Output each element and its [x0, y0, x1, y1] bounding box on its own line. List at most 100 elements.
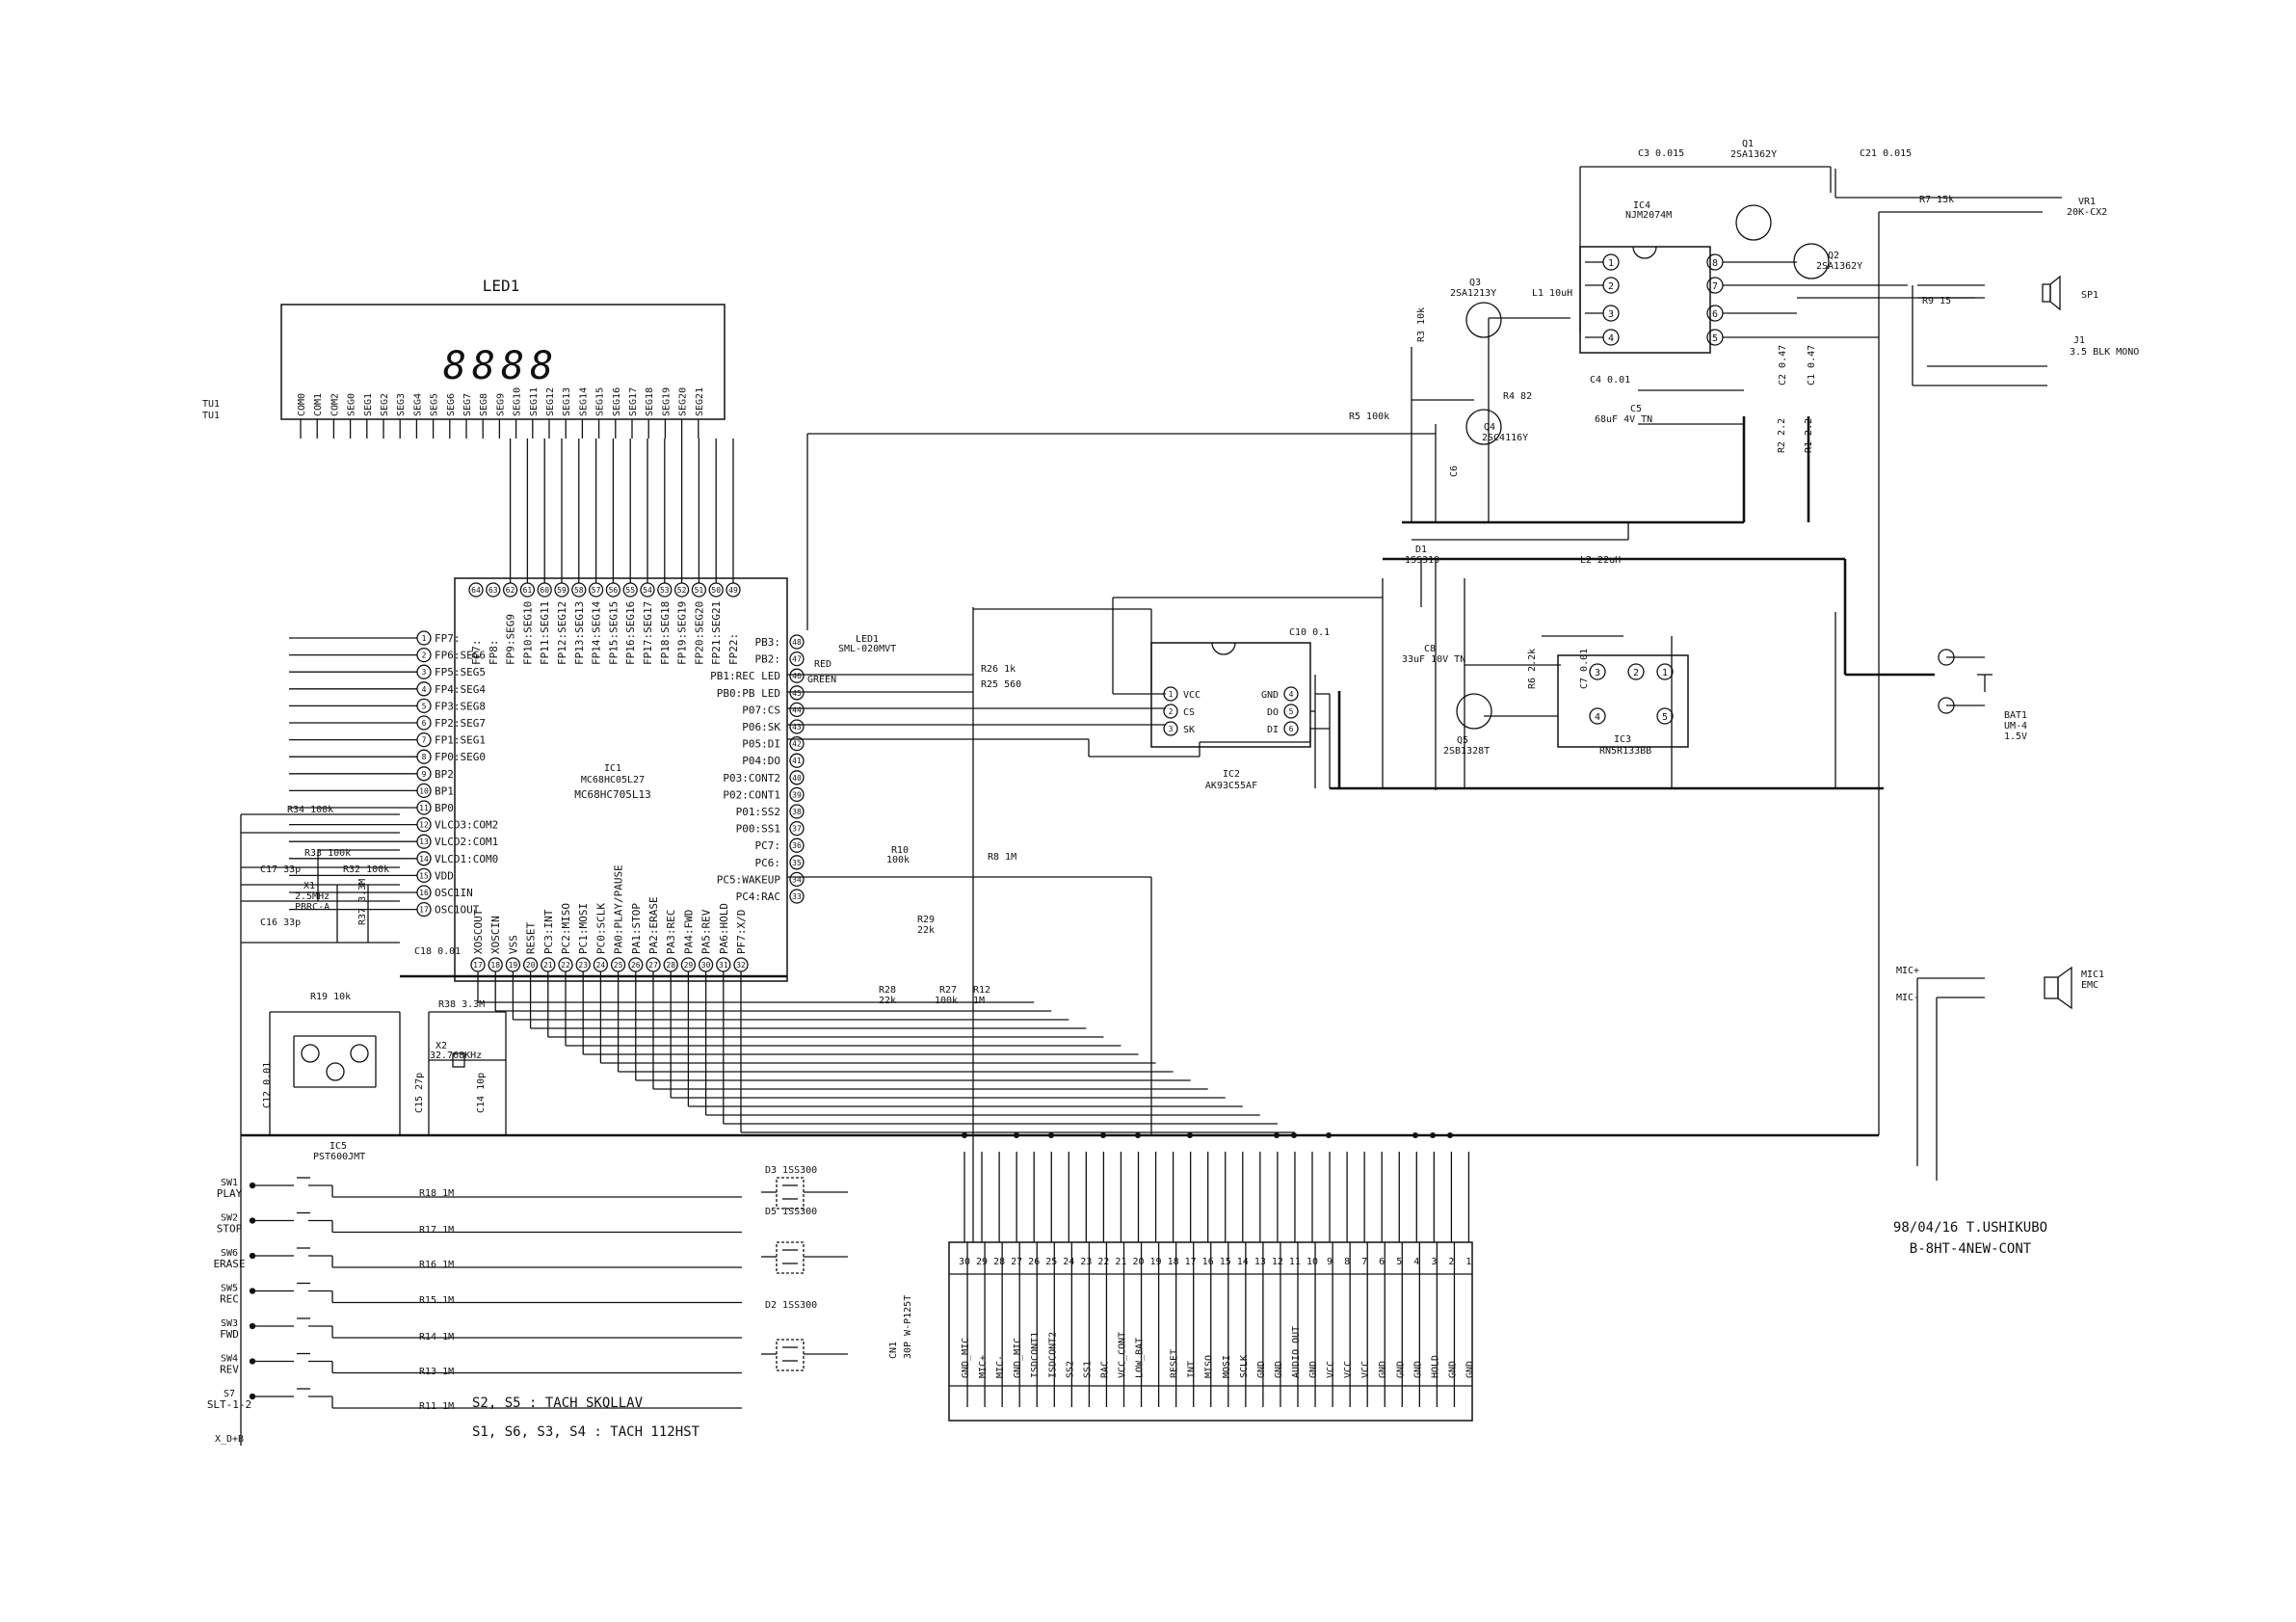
ic1-pin-number: 43: [792, 723, 802, 731]
ic1-pin-label: PB2:: [755, 653, 781, 666]
ic1-pin-label: BP1: [435, 784, 454, 797]
component-label-r25: R25 560: [981, 679, 1021, 690]
component-label-x1: X1: [303, 881, 315, 891]
ic3-pin-number: 1: [1662, 668, 1668, 678]
component-label-c6: C6: [1449, 465, 1460, 477]
led-pin-label: SEG9: [495, 393, 506, 416]
ic1-pin-label: OSC1IN: [435, 887, 473, 899]
ic1-pin-label: PC6:: [755, 857, 781, 869]
connector-pin-label: GND: [1308, 1361, 1319, 1378]
component-label-r33: R33 100k: [304, 848, 351, 859]
ic1-pin-number: 35: [792, 859, 802, 867]
switch-name: REC: [220, 1293, 239, 1306]
component-label-r37: R37 3.3M: [357, 879, 368, 925]
connector-pin-number: 29: [976, 1257, 988, 1267]
led-pin-label: SEG7: [462, 393, 473, 416]
ic2-pin-label: SK: [1183, 725, 1195, 735]
ic1-pin-label: PC1:MOSI: [577, 903, 590, 954]
connector-pin-number: 27: [1011, 1257, 1022, 1267]
switch-ref: SW2: [221, 1213, 238, 1224]
component-label-sp1: SP1: [2081, 290, 2098, 301]
led-pin-label: COM1: [313, 393, 324, 416]
ic1-pin-number: 25: [614, 961, 623, 970]
led-pin-label: SEG17: [628, 387, 639, 416]
junction-dot: [250, 1253, 255, 1259]
connector-pin-label: SS2: [1065, 1361, 1075, 1378]
ic2-pin-label: VCC: [1183, 690, 1201, 701]
connector-pin-number: 14: [1237, 1257, 1249, 1267]
ic1-pin-number: 19: [509, 961, 518, 970]
component-label-bat1p: UM-4: [2004, 721, 2027, 731]
ic1-pin-label: XOSCOUT: [472, 909, 485, 954]
component-label-q1: Q1: [1742, 139, 1754, 149]
ic1-pin-label: FP8:: [488, 640, 500, 666]
ic1-pin-label: PB3:: [755, 636, 781, 649]
ic1-pin-number: 7: [422, 736, 427, 745]
junction-dot: [1291, 1132, 1297, 1138]
ic1-pin-number: 48: [792, 638, 802, 647]
component-label-r29v: 22k: [917, 925, 935, 936]
ic2-body: [1150, 642, 1311, 748]
connector-pin-number: 3: [1431, 1257, 1437, 1267]
led-pin-label: SEG11: [529, 387, 540, 416]
ic1-pin-number: 38: [792, 808, 802, 816]
ic1-pin-label: VLCD3:COM2: [435, 819, 498, 832]
junction-dot: [250, 1183, 255, 1188]
ic1-pin-number: 36: [792, 841, 802, 850]
connector-pin-number: 9: [1327, 1257, 1333, 1267]
component-label-mic1: MIC1: [2081, 970, 2104, 980]
component-label-r3: R3 10k: [1416, 307, 1427, 342]
ic1-pin-label: VLCD1:COM0: [435, 853, 498, 865]
ic1-pin-label: PA4:FWD: [682, 910, 695, 954]
ic3-body: [1557, 654, 1689, 748]
ic4-pin-number: 6: [1712, 309, 1718, 320]
connector-pin-number: 10: [1306, 1257, 1318, 1267]
connector-pin-number: 30: [959, 1257, 970, 1267]
component-label-bat1v: 1.5V: [2004, 731, 2027, 742]
ic4-pin-number: 8: [1712, 258, 1718, 269]
ic1-pin-label: P06:SK: [742, 721, 780, 733]
ic1-pin-label: RESET: [525, 922, 538, 954]
ic1-pin-number: 1: [422, 634, 427, 643]
component-label-x1f: 2.5MHz: [295, 891, 330, 902]
ic3-pin-number: 4: [1595, 712, 1600, 723]
ic1-pin-label: PF7:X/D: [735, 910, 748, 954]
connector-pin-label: MOSI: [1222, 1355, 1232, 1378]
ic1-pin-number: 4: [422, 685, 427, 694]
led-pin-label: SEG10: [513, 387, 523, 416]
component-label-cn1p: 30P W-P125T: [903, 1295, 913, 1359]
ic1-pin-number: 15: [419, 871, 429, 880]
component-label-r15: R15 1M: [419, 1295, 454, 1306]
junction-dot: [1014, 1132, 1019, 1138]
ic1-pin-label: PC3:INT: [542, 909, 555, 954]
connector-pin-number: 4: [1413, 1257, 1419, 1267]
drawing-id: B-8HT-4NEW-CONT: [1910, 1241, 2032, 1257]
connector-pin-label: SS1: [1082, 1361, 1093, 1378]
component-label-r34: R34 100k: [287, 805, 333, 815]
ic1-pin-number: 10: [419, 786, 429, 795]
component-label-r5: R5 100k: [1349, 412, 1389, 422]
connector-pin-label: HOLD: [1430, 1355, 1440, 1378]
connector-pin-number: 5: [1396, 1257, 1402, 1267]
ic1-pin-label: VSS: [507, 935, 519, 954]
component-label-cn1: CN1: [888, 1342, 899, 1359]
component-label-c5: C5: [1630, 404, 1642, 414]
ic1-pin-number: 3: [422, 668, 427, 677]
component-label-d2: D2 1SS300: [765, 1300, 817, 1311]
switch-ref: SW4: [221, 1354, 238, 1365]
ic1-pin-label: OSC1OUT: [435, 904, 480, 917]
component-label-ic3: IC3: [1614, 734, 1631, 745]
connector-pin-label: ISDCONT1: [1030, 1332, 1041, 1378]
component-label-green: GREEN: [807, 675, 836, 685]
ic1-pin-number: 55: [625, 586, 635, 595]
led-pin-label: SEG16: [612, 387, 622, 416]
ic1-pin-label: PA5:REV: [700, 909, 713, 954]
ic1-pin-number: 60: [540, 586, 549, 595]
component-label-j1p: 3.5 BLK MONO: [2070, 347, 2139, 358]
component-label-r9: R9 15: [1922, 296, 1951, 306]
connector-pin-label: GND: [1447, 1361, 1458, 1378]
connector-pin-number: 28: [993, 1257, 1005, 1267]
component-label-c4: C4 0.01: [1590, 375, 1630, 386]
